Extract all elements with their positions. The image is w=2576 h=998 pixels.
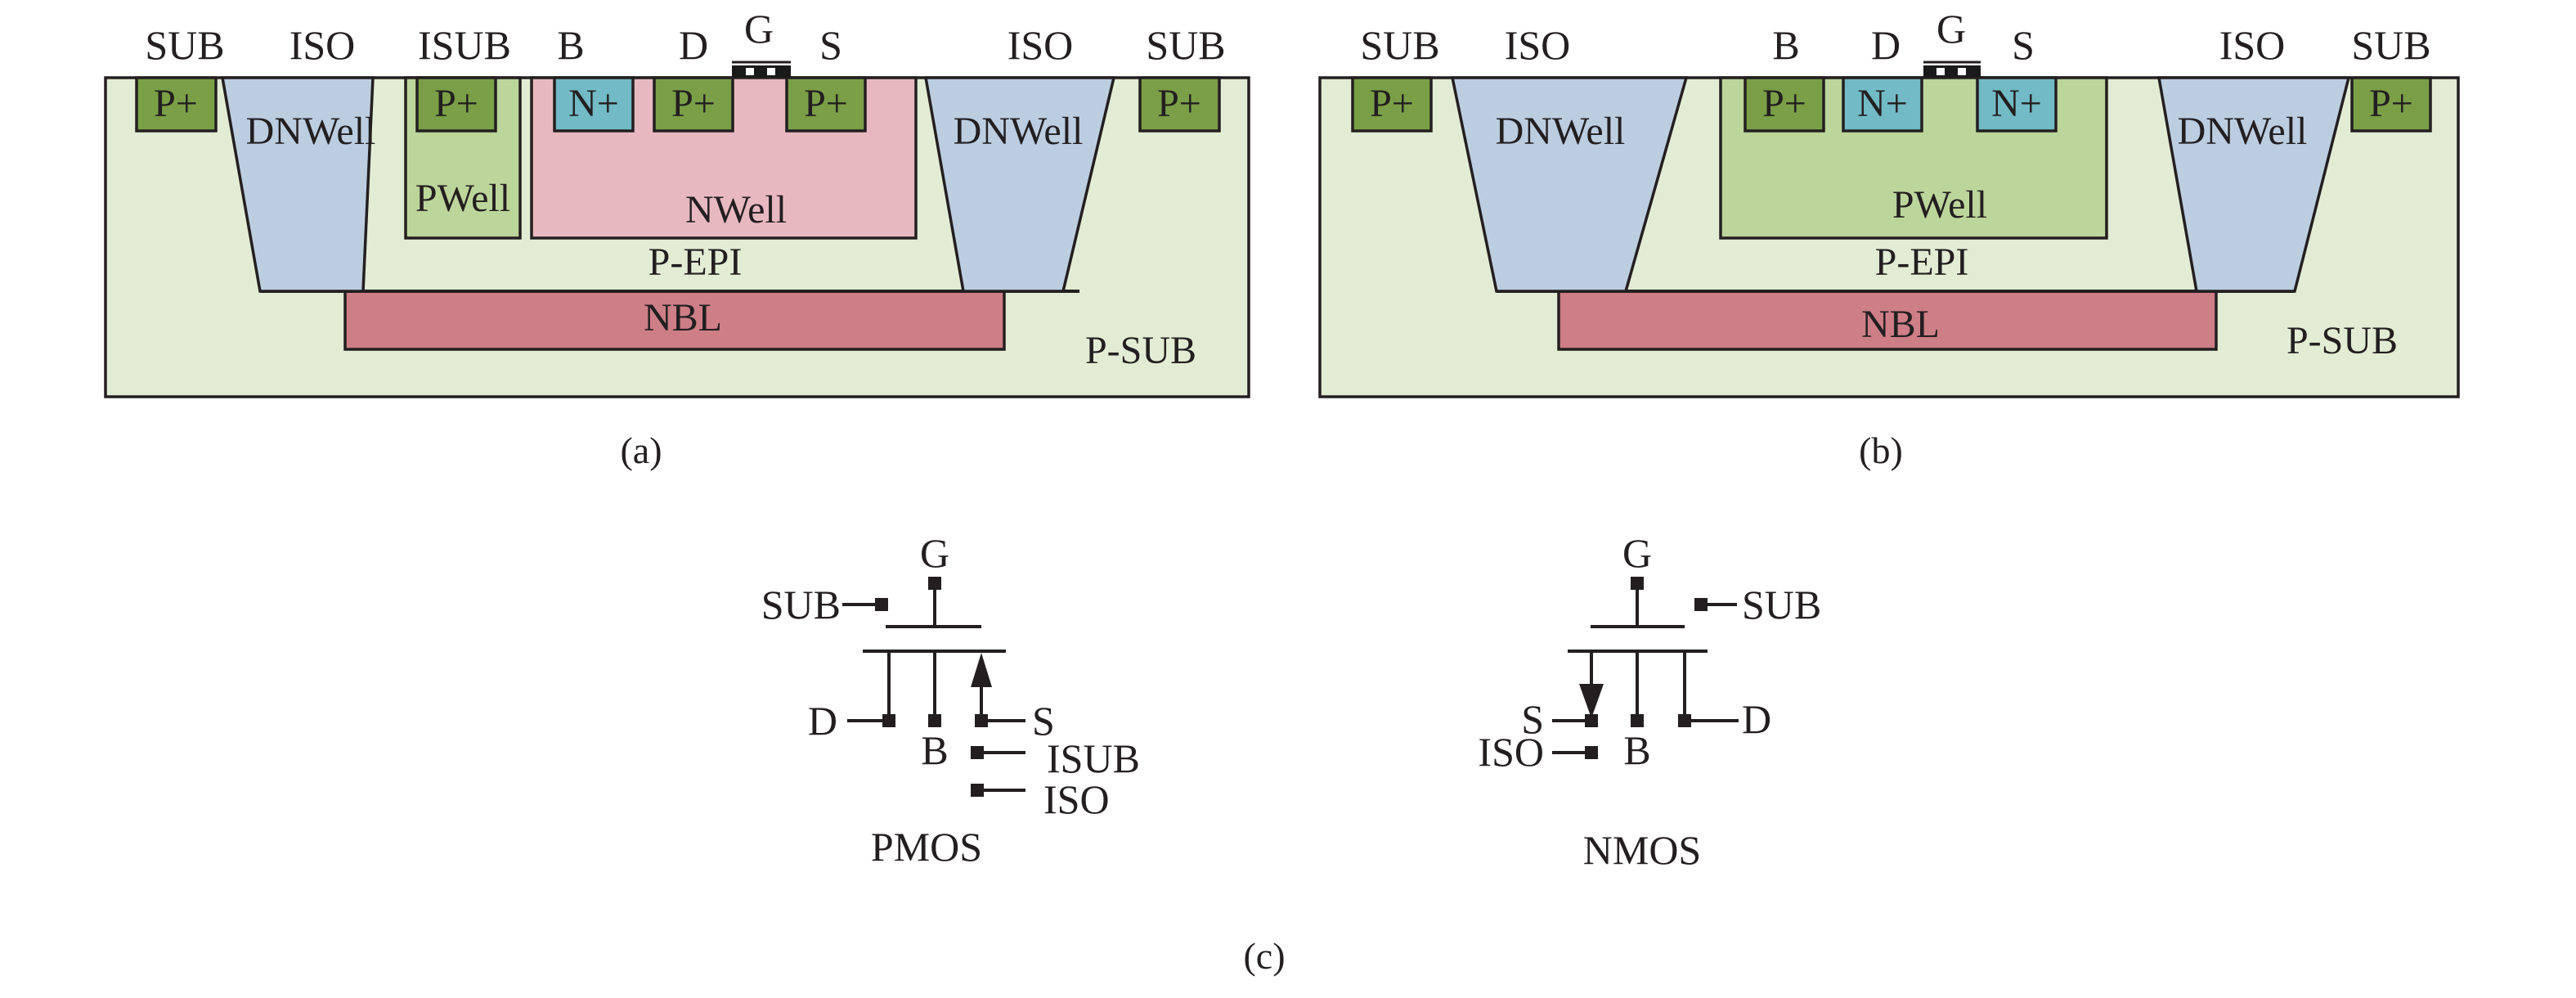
pin-label: SUB — [761, 582, 841, 627]
terminal-label: SUB — [1146, 22, 1225, 68]
pplus-isub — [415, 76, 497, 133]
pin-iso — [971, 784, 984, 797]
pin-g — [1631, 577, 1644, 590]
panel-b-nmos-cross-section: P+ P+ N+ N+ P+ DNWell DNWell PWell P-EPI… — [1318, 6, 2460, 471]
gate-icon — [1923, 61, 1981, 77]
pplus-drain — [653, 76, 734, 133]
nbl-region — [343, 290, 1006, 351]
pmos-symbol: G SUB D B S ISUB ISO PMOS — [761, 530, 1140, 870]
caption-a: (a) — [620, 429, 662, 471]
pin-b — [928, 714, 941, 727]
pin-label: ISO — [1043, 776, 1110, 822]
pin-label: B — [1623, 727, 1650, 773]
pplus-sub-left — [135, 76, 218, 133]
caption-b: (b) — [1859, 429, 1903, 471]
dnwell-right-region — [923, 76, 1116, 293]
pin-g — [928, 577, 941, 590]
pin-label: S — [1521, 696, 1544, 742]
pin-label: D — [808, 698, 837, 744]
gate-icon — [732, 61, 791, 77]
diff-label: P+ — [1762, 82, 1806, 125]
caption-c: (c) — [1243, 935, 1285, 977]
pin-d — [1678, 714, 1691, 727]
pin-label: SUB — [1742, 582, 1821, 627]
pin-label: G — [920, 530, 949, 576]
pin-s — [1585, 714, 1598, 727]
pwell-label: PWell — [415, 177, 510, 220]
diff-label: N+ — [1991, 82, 2042, 125]
terminal-label: S — [819, 22, 842, 68]
nplus-drain — [1842, 76, 1923, 133]
pplus-sub-right — [1138, 76, 1221, 133]
pepi-label: P-EPI — [648, 241, 743, 284]
terminal-label: D — [1871, 22, 1901, 68]
diff-label: P+ — [154, 82, 198, 125]
panel-a-pmos-cross-section: P+ P+ N+ P+ P+ P+ DNWell DNWell PWell NW… — [104, 6, 1250, 471]
dnwell-label: DNWell — [954, 110, 1084, 153]
nplus-source — [1976, 76, 2058, 133]
pplus-body — [1744, 76, 1825, 133]
pmos-title: PMOS — [871, 824, 982, 870]
terminal-label: G — [1936, 6, 1966, 52]
nwell-label: NWell — [685, 188, 787, 232]
diff-label: P+ — [434, 82, 478, 125]
pin-isub — [971, 746, 984, 759]
nbl-region — [1557, 290, 2218, 351]
terminal-label: G — [744, 6, 774, 52]
dnwell-left-region — [220, 76, 375, 293]
arrow-icon — [1579, 684, 1604, 718]
nbl-label: NBL — [644, 296, 722, 339]
terminal-label: SUB — [2351, 22, 2430, 68]
terminal-label: SUB — [1360, 22, 1439, 68]
pepi-label: P-EPI — [1875, 241, 1969, 284]
arrow-icon — [971, 653, 992, 687]
pin-label: S — [1032, 698, 1055, 744]
pwell-label: PWell — [1892, 183, 1987, 227]
diff-label: N+ — [1857, 82, 1908, 125]
terminal-label: ISO — [2219, 22, 2286, 68]
pin-label: D — [1742, 696, 1771, 742]
terminal-label: B — [557, 22, 584, 68]
pin-label: ISO — [1478, 729, 1544, 775]
nmos-title: NMOS — [1583, 827, 1701, 873]
diff-label: N+ — [568, 82, 619, 125]
dnwell-left-region — [1450, 76, 1689, 293]
pin-label: B — [921, 727, 948, 773]
pin-sub — [875, 598, 888, 611]
diff-label: P+ — [1157, 82, 1201, 125]
dnwell-label: DNWell — [2178, 110, 2308, 153]
dnwell-right-region — [2156, 76, 2351, 293]
terminal-label: D — [679, 22, 708, 68]
pin-label: ISUB — [1047, 735, 1140, 781]
pplus-sub-left — [1351, 76, 1433, 133]
terminal-label: SUB — [145, 22, 224, 68]
nbl-label: NBL — [1861, 303, 1940, 346]
terminal-label: ISUB — [418, 22, 511, 68]
pin-d — [882, 714, 895, 727]
terminal-label: B — [1772, 22, 1799, 68]
pplus-source — [785, 76, 867, 133]
terminal-label: ISO — [1008, 22, 1074, 68]
diff-label: P+ — [2369, 82, 2413, 125]
nplus-body — [553, 76, 635, 133]
pplus-sub-right — [2350, 76, 2432, 133]
terminal-label: S — [2012, 22, 2035, 68]
terminal-label: ISO — [1505, 22, 1571, 68]
nmos-symbol: G SUB S B D ISO NMOS — [1478, 530, 1821, 873]
pin-b — [1631, 714, 1644, 727]
pin-iso — [1585, 746, 1598, 759]
pin-s — [975, 714, 988, 727]
diff-label: P+ — [1370, 82, 1414, 125]
pin-label: G — [1622, 530, 1652, 576]
dnwell-label: DNWell — [1496, 110, 1626, 153]
psub-label: P-SUB — [2287, 319, 2398, 362]
dnwell-label: DNWell — [246, 110, 376, 153]
psub-label: P-SUB — [1085, 329, 1196, 372]
diff-label: P+ — [671, 82, 716, 125]
pin-sub — [1694, 598, 1708, 611]
terminal-label: ISO — [289, 22, 356, 68]
panel-c-symbols: G SUB D B S ISUB ISO PMOS — [761, 530, 1822, 977]
diff-label: P+ — [804, 82, 848, 125]
